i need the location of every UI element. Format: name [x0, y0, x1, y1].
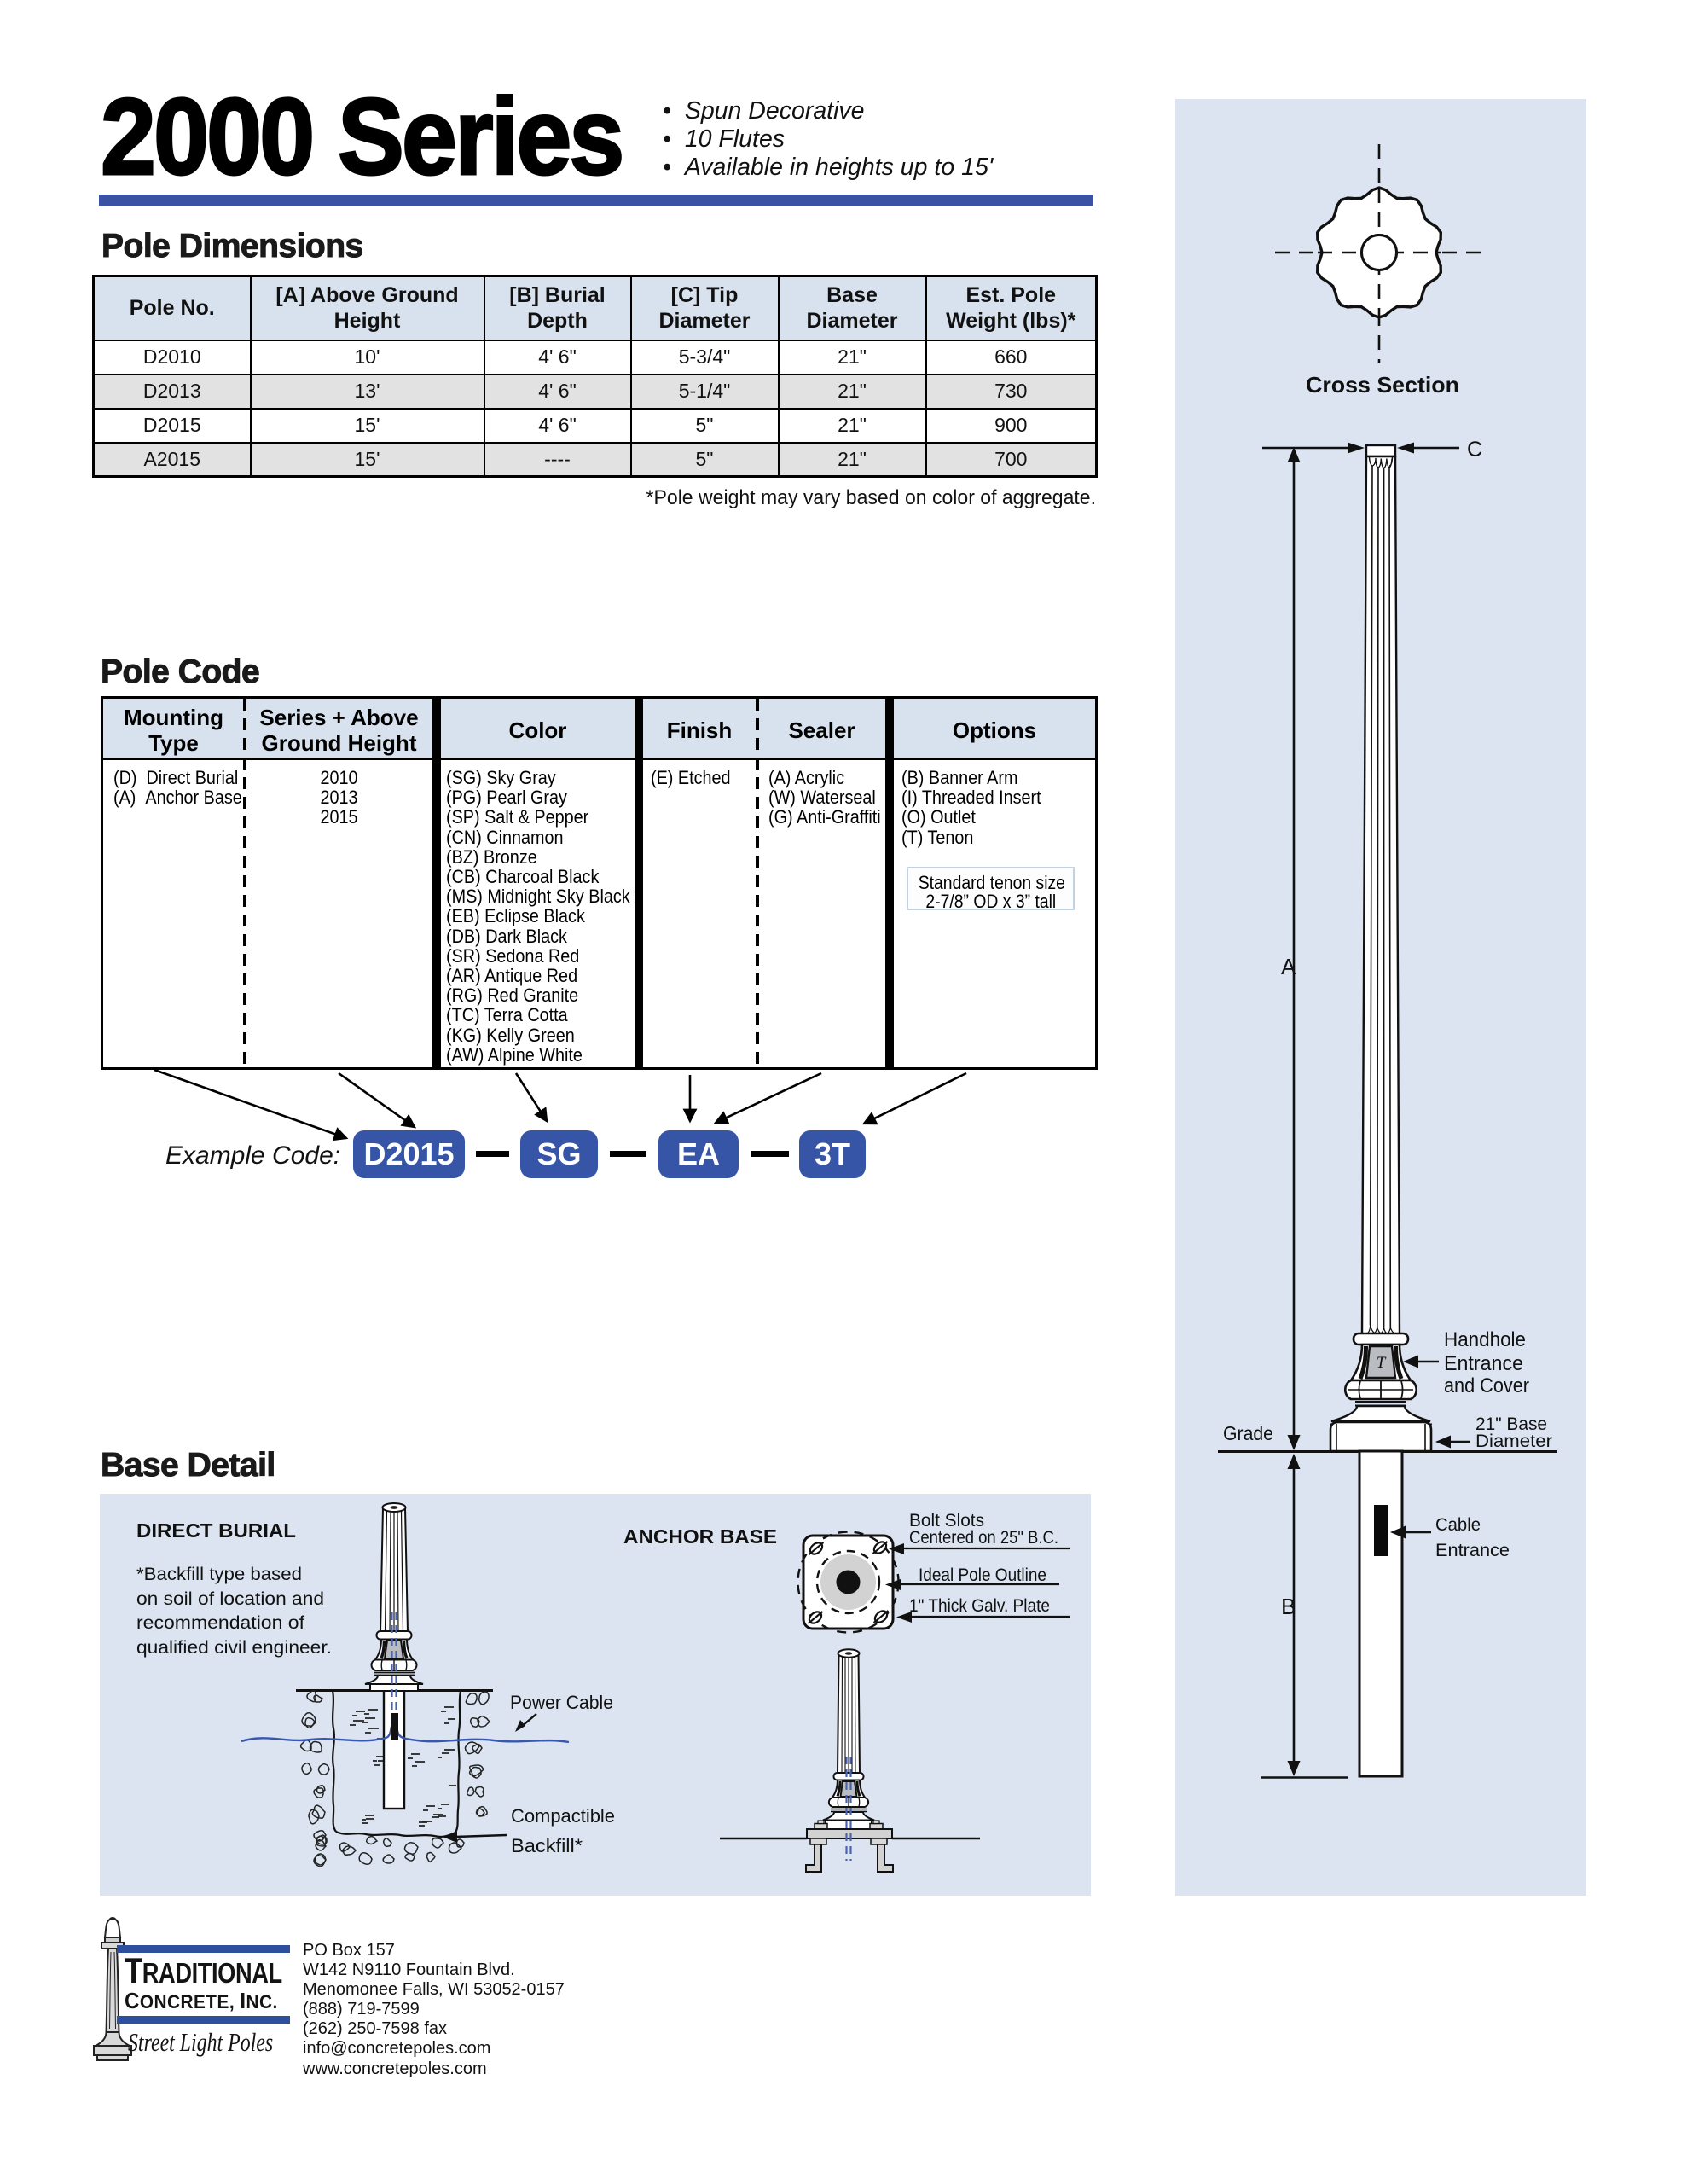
- svg-text:Grade: Grade: [1223, 1422, 1273, 1444]
- svg-text:Entrance: Entrance: [1444, 1352, 1523, 1375]
- svg-text:ANCHOR BASE: ANCHOR BASE: [623, 1525, 777, 1548]
- svg-text:DIRECT BURIAL: DIRECT BURIAL: [136, 1519, 296, 1542]
- svg-text:C: C: [1467, 438, 1482, 462]
- svg-text:recommendation of: recommendation of: [136, 1612, 304, 1633]
- svg-text:Backfill*: Backfill*: [511, 1835, 583, 1856]
- svg-text:on soil of location and: on soil of location and: [136, 1589, 324, 1609]
- svg-text:Ideal Pole Outline: Ideal Pole Outline: [919, 1565, 1046, 1585]
- svg-text:qualified civil engineer.: qualified civil engineer.: [136, 1637, 332, 1658]
- svg-text:*Backfill type based: *Backfill type based: [136, 1564, 302, 1584]
- svg-text:A: A: [1281, 954, 1296, 979]
- svg-text:B: B: [1281, 1594, 1296, 1619]
- svg-text:Power Cable: Power Cable: [510, 1692, 613, 1713]
- svg-text:Diameter: Diameter: [1475, 1432, 1552, 1451]
- svg-text:Cable: Cable: [1435, 1514, 1481, 1535]
- svg-text:and Cover: and Cover: [1444, 1374, 1529, 1397]
- svg-text:Handhole: Handhole: [1444, 1328, 1526, 1351]
- svg-text:Bolt Slots: Bolt Slots: [909, 1510, 984, 1531]
- svg-text:Centered on 25" B.C.: Centered on 25" B.C.: [909, 1527, 1058, 1548]
- svg-text:Compactible: Compactible: [511, 1805, 615, 1827]
- svg-text:1" Thick Galv. Plate: 1" Thick Galv. Plate: [909, 1595, 1050, 1616]
- svg-text:21" Base: 21" Base: [1475, 1414, 1547, 1434]
- svg-text:T: T: [1377, 1354, 1387, 1372]
- svg-text:Cross Section: Cross Section: [1306, 372, 1459, 398]
- svg-text:Entrance: Entrance: [1435, 1540, 1510, 1560]
